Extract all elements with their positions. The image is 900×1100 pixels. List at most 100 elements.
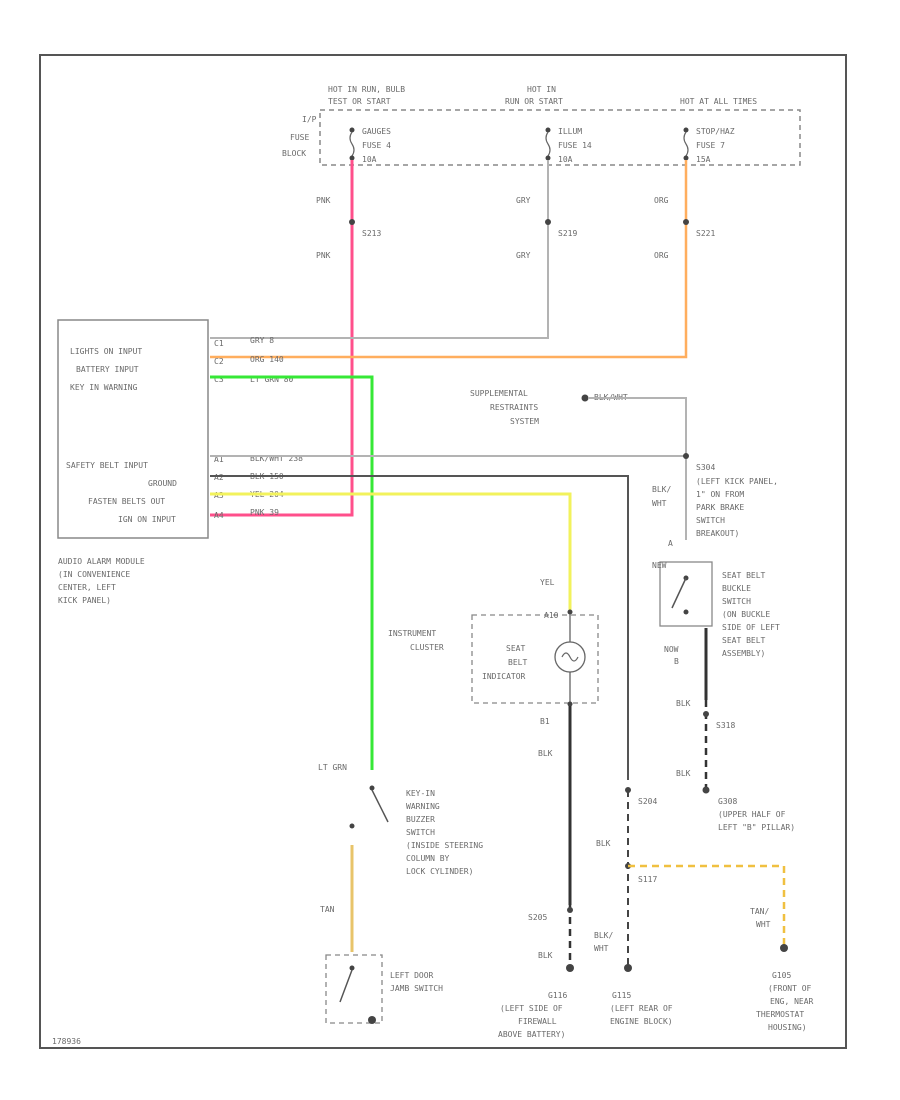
pin-c2: C2 — [214, 357, 224, 366]
ltgrn-label: LT GRN — [318, 763, 347, 772]
g115-desc-b: (LEFT REAR OF — [610, 1004, 673, 1013]
cluster-pin-bottom-dot — [567, 701, 573, 707]
s213-label: S213 — [362, 229, 381, 238]
belt-switch-pin-b: B — [674, 657, 679, 666]
fuse1-rating: 10A — [362, 155, 377, 164]
wire-org — [210, 160, 688, 359]
hot3-label: HOT AT ALL TIMES — [680, 97, 757, 106]
key-switch-label-c: BUZZER — [406, 815, 435, 824]
fuse2-rating: 10A — [558, 155, 573, 164]
srs-label-a: SUPPLEMENTAL — [470, 389, 528, 398]
org-label-bottom: ORG — [654, 251, 669, 260]
wire-label-battery: ORG 140 — [250, 355, 284, 364]
belt-switch-label-d: (ON BUCKLE — [722, 610, 770, 619]
key-switch-label-d: SWITCH — [406, 828, 435, 837]
pin-a4: A4 — [214, 511, 224, 520]
g115-label: G115 — [612, 991, 631, 1000]
pin-a2: A2 — [214, 473, 224, 482]
srs-blkwht-b: WHT — [652, 499, 667, 508]
key-switch-label-g: LOCK CYLINDER) — [406, 867, 473, 876]
pnk-label-bottom: PNK — [316, 251, 331, 260]
hot1-label-b: TEST OR START — [328, 97, 391, 106]
key-switch-label-e: (INSIDE STEERING — [406, 841, 483, 850]
hot2-label-b: RUN OR START — [505, 97, 563, 106]
fuse3-rating: 15A — [696, 155, 711, 164]
splice-s221 — [683, 219, 689, 225]
splice-s213 — [349, 219, 355, 225]
s304-desc-c: 1" ON FROM — [696, 490, 744, 499]
ground-g308 — [702, 786, 710, 794]
s304-desc-f: BREAKOUT) — [696, 529, 739, 538]
fuse3-name: STOP/HAZ — [696, 127, 735, 136]
figure-id: 178936 — [52, 1037, 81, 1046]
hot2-label-a: HOT IN — [527, 85, 556, 94]
key-switch-label-b: WARNING — [406, 802, 440, 811]
module-name-c: CENTER, LEFT — [58, 583, 116, 592]
fuse-block-label-2: FUSE — [290, 133, 309, 142]
indicator-label-b: BELT — [508, 658, 527, 667]
pnk-label-top: PNK — [316, 196, 331, 205]
ground-g105 — [780, 944, 788, 952]
s204-label: S204 — [638, 797, 657, 806]
wire-label-lights: GRY 8 — [250, 336, 274, 345]
ground-blk-b: BLK — [596, 839, 611, 848]
g116-desc-b: (LEFT SIDE OF — [500, 1004, 563, 1013]
indicator-label-a: SEAT — [506, 644, 525, 653]
belt-switch-label-f: SEAT BELT — [722, 636, 766, 645]
fuse2-name: ILLUM — [558, 127, 582, 136]
wire-label-ign: PNK 39 — [250, 508, 279, 517]
g115-desc-c: ENGINE BLOCK) — [610, 1017, 673, 1026]
belt-switch-state: NEW — [652, 561, 667, 570]
wire-gry — [210, 160, 549, 339]
wire-blk-ground — [210, 475, 629, 780]
module-name-a: AUDIO ALARM MODULE — [58, 557, 145, 566]
org-label-top: ORG — [654, 196, 669, 205]
g116-desc-c: FIREWALL — [518, 1017, 557, 1026]
diagram-frame — [39, 54, 847, 1049]
key-switch-label-f: COLUMN BY — [406, 854, 450, 863]
belt-switch-label-c: SWITCH — [722, 597, 751, 606]
belt-switch-box — [659, 561, 713, 627]
belt-switch-contacts — [671, 575, 689, 615]
module-key-warning: KEY IN WARNING — [70, 383, 138, 392]
ground-g115 — [624, 964, 632, 972]
g105-desc-d: THERMOSTAT — [756, 1010, 804, 1019]
fuse-block-label-3: BLOCK — [282, 149, 306, 158]
wire-pnk — [210, 160, 354, 517]
wire-label-key: LT GRN 80 — [250, 375, 294, 384]
cluster-pin-top: A10 — [544, 611, 559, 620]
belt-switch-label-b: BUCKLE — [722, 584, 751, 593]
cluster-pin-bottom: B1 — [540, 717, 550, 726]
module-lights-input: LIGHTS ON INPUT — [70, 347, 142, 356]
ground-blkwht-a: BLK/ — [594, 931, 613, 940]
module-name-b: (IN CONVENIENCE — [58, 570, 130, 579]
belt-switch-state2: NOW — [664, 645, 679, 654]
wire-lt-grn — [210, 375, 374, 770]
fuse2-number: FUSE 14 — [558, 141, 592, 150]
tanwht-label-b: WHT — [756, 920, 771, 929]
gry-label-top: GRY — [516, 196, 531, 205]
belt-blk-2: BLK — [676, 769, 691, 778]
srs-pin-a: A — [668, 539, 673, 548]
tanwht-label-a: TAN/ — [750, 907, 769, 916]
fuse1-number: FUSE 4 — [362, 141, 391, 150]
fuse1-name: GAUGES — [362, 127, 391, 136]
g105-desc-e: HOUSING) — [768, 1023, 807, 1032]
g105-desc-c: ENG, NEAR — [770, 997, 814, 1006]
cluster-pin-top-dot — [567, 609, 573, 615]
srs-blkwht-a: BLK/ — [652, 485, 671, 494]
module-fasten-belts: FASTEN BELTS OUT — [88, 497, 165, 506]
s318-label: S318 — [716, 721, 735, 730]
ground-blk-a: BLK — [538, 951, 553, 960]
module-name-d: KICK PANEL) — [58, 596, 111, 605]
module-ign-input: IGN ON INPUT — [118, 515, 176, 524]
g116-label: G116 — [548, 991, 567, 1000]
splice-s205 — [567, 907, 573, 913]
yel-label: YEL — [540, 578, 555, 587]
wire-srs — [588, 397, 687, 540]
door-switch-label-b: JAMB SWITCH — [390, 984, 443, 993]
cluster-label-a: INSTRUMENT — [388, 629, 436, 638]
splice-s318 — [703, 711, 709, 717]
instrument-cluster-box — [471, 614, 599, 704]
